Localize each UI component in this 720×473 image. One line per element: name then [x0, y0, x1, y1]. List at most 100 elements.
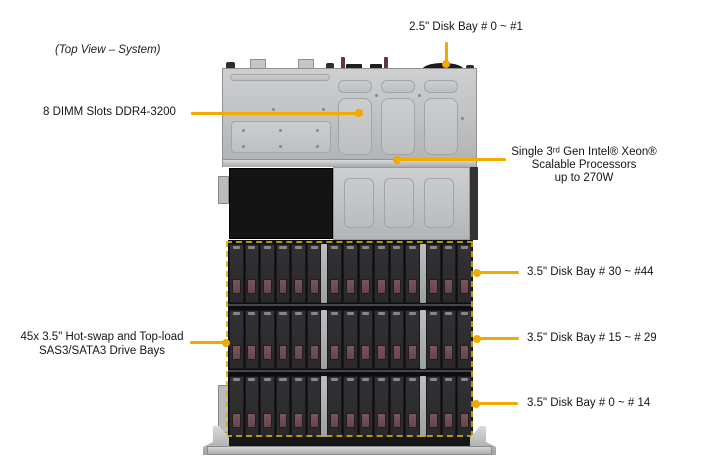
- drive-bay: [291, 310, 306, 369]
- drive-group: [327, 310, 420, 369]
- drive-bay: [405, 310, 420, 369]
- drive-bay: [405, 376, 420, 437]
- drive-bay: [425, 244, 441, 303]
- drive-group-separator: [419, 376, 426, 437]
- callout-drive-bays-line1: 45x 3.5" Hot-swap and Top-load: [20, 331, 184, 343]
- drive-bay: [291, 244, 306, 303]
- cover-vent: [381, 80, 415, 93]
- drive-bay: [374, 376, 389, 437]
- chassis-screw-knob: [326, 63, 334, 70]
- drive-bay: [291, 376, 306, 437]
- callout-cpu-label: Single 3ʳᵈ Gen Intel® Xeon® Scalable Pro…: [503, 146, 665, 185]
- drive-bay: [260, 244, 275, 303]
- drive-group: [425, 310, 473, 369]
- duct-emboss: [344, 178, 374, 228]
- drive-row: [228, 306, 473, 372]
- drive-bay: [229, 244, 244, 303]
- server-chassis: [203, 57, 496, 455]
- drive-bay: [457, 310, 473, 369]
- callout-25-disk-bay-label: 2.5" Disk Bay # 0 ~ #1: [409, 21, 523, 33]
- drive-bay: [342, 244, 358, 303]
- drive-bay: [260, 376, 275, 437]
- drive-row: [228, 240, 473, 306]
- callout-cpu-arrow: [396, 158, 506, 161]
- callout-bay-0-14-arrow: [477, 402, 518, 405]
- chassis-handle: [384, 57, 388, 72]
- drive-bay: [327, 310, 342, 369]
- drive-bay: [405, 244, 420, 303]
- chassis-bottom-bar: [222, 437, 477, 446]
- drive-group-separator: [419, 244, 426, 303]
- drive-bay: [306, 244, 322, 303]
- drive-bay: [374, 310, 389, 369]
- chassis-handle: [341, 57, 345, 72]
- cover-panel: [381, 98, 415, 155]
- drive-bay: [441, 310, 457, 369]
- chassis-screw-knob: [226, 62, 235, 70]
- cpu-air-duct-plate: [333, 167, 470, 240]
- drive-bay: [441, 376, 457, 437]
- drive-group-separator: [321, 376, 328, 437]
- drive-group: [327, 244, 420, 303]
- chassis-side-gap: [470, 167, 478, 240]
- callout-bay-15-29-label: 3.5" Disk Bay # 15 ~ # 29: [527, 332, 657, 344]
- drive-row: [228, 372, 473, 438]
- callout-bay-15-29-arrow: [478, 337, 519, 340]
- drive-group: [425, 244, 473, 303]
- chassis-mid-section: [222, 167, 477, 240]
- drive-bay: [358, 244, 374, 303]
- callout-cpu-line1: Single 3ʳᵈ Gen Intel® Xeon®: [511, 146, 657, 158]
- drive-bay: [260, 310, 275, 369]
- drive-bay: [425, 376, 441, 437]
- callout-drive-bays-line2: SAS3/SATA3 Drive Bays: [38, 344, 166, 357]
- drive-group-separator: [321, 244, 328, 303]
- chassis-top-tab: [250, 59, 266, 68]
- drive-group: [425, 376, 473, 437]
- drive-group: [229, 376, 322, 437]
- drive-group: [229, 244, 322, 303]
- callout-bay-0-14-label: 3.5" Disk Bay # 0 ~ # 14: [527, 397, 651, 409]
- chassis-top-tab: [298, 59, 314, 68]
- drive-bay: [306, 376, 322, 437]
- drive-bay: [389, 310, 405, 369]
- callout-dimm-arrow: [191, 112, 357, 115]
- drive-bay: [275, 310, 291, 369]
- drive-bay: [457, 376, 473, 437]
- callout-bay-0-14-dot: [472, 400, 480, 408]
- drive-bay: [327, 244, 342, 303]
- top-view-caption: (Top View – System): [55, 44, 161, 56]
- drive-bay: [229, 376, 244, 437]
- side-bracket: [218, 176, 229, 204]
- drive-bay: [327, 376, 342, 437]
- cover-vent-strip: [230, 74, 330, 81]
- drive-bay: [229, 310, 244, 369]
- rear-connector: [346, 64, 362, 70]
- bottom-rail: [207, 446, 492, 455]
- callout-drive-bays-label: 45x 3.5" Hot-swap and Top-load SAS3/SATA…: [14, 331, 190, 358]
- drive-bay: [358, 376, 374, 437]
- drive-bay: [244, 244, 260, 303]
- drive-bay: [342, 310, 358, 369]
- open-bay-panel: [229, 168, 333, 239]
- callout-drive-bays-dot: [222, 339, 230, 347]
- drive-bay: [389, 244, 405, 303]
- callout-bay-15-29-dot: [473, 335, 481, 343]
- cover-panel: [424, 98, 458, 155]
- drive-bay: [342, 376, 358, 437]
- drive-bay: [425, 310, 441, 369]
- callout-25-disk-bay-dot: [442, 60, 450, 68]
- callout-bay-30-44-label: 3.5" Disk Bay # 30 ~ #44: [527, 266, 654, 278]
- rear-connector: [370, 64, 382, 70]
- drive-bay: [275, 244, 291, 303]
- callout-drive-bays-arrow: [190, 341, 226, 344]
- duct-emboss: [424, 178, 454, 228]
- callout-cpu-line2: Scalable Processors: [531, 159, 637, 171]
- cover-vent: [424, 80, 458, 93]
- drive-group-separator: [321, 310, 328, 369]
- drive-bay: [306, 310, 322, 369]
- drive-bay: [457, 244, 473, 303]
- cover-access-plate: [231, 121, 331, 153]
- callout-25-disk-bay-arrow: [445, 42, 448, 63]
- drive-bay: [275, 376, 291, 437]
